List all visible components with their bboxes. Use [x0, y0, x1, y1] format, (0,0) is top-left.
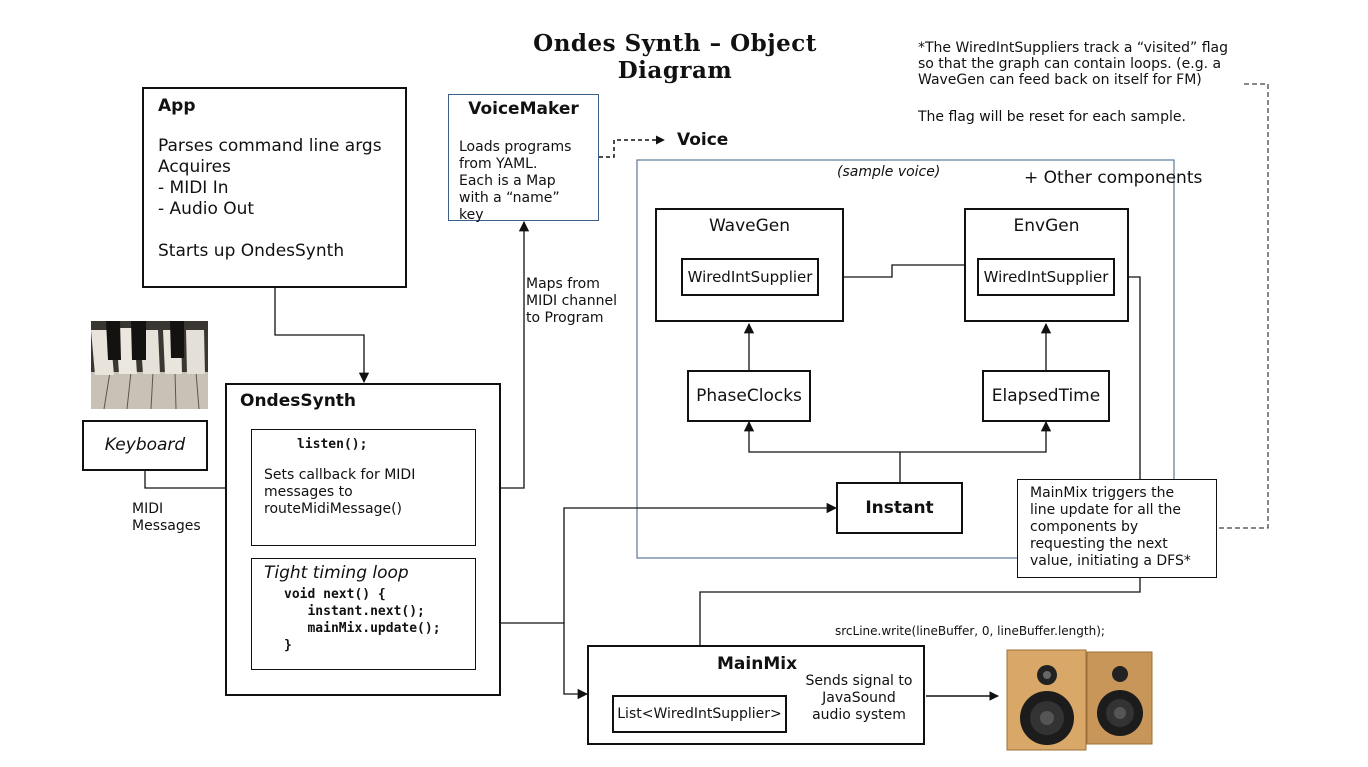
speakers-image [1006, 649, 1153, 751]
elapsedtime-box: ElapsedTime [982, 370, 1110, 422]
voicemaker-description: Loads programs from YAML. Each is a Map … [459, 139, 572, 223]
instant-to-phaseclocks-arrow [743, 420, 900, 453]
app-box: App Parses command line args Acquires - … [142, 87, 407, 288]
timing-loop-box: Tight timing loop void next() { instant.… [251, 558, 476, 670]
voicemaker-title: VoiceMaker [468, 99, 579, 119]
envgen-supplier: WiredIntSupplier [977, 258, 1115, 296]
visited-flag-note: *The WiredIntSuppliers track a “visited”… [918, 40, 1228, 88]
mainmix-list: List<WiredIntSupplier> [612, 695, 787, 733]
listen-box: listen(); Sets callback for MIDI message… [251, 429, 476, 546]
keyboard-to-listen-arrow [144, 471, 252, 494]
voicemaker-box: VoiceMaker Loads programs from YAML. Eac… [448, 94, 599, 223]
mainmix-title: MainMix [717, 654, 798, 674]
phaseclocks-box: PhaseClocks [687, 370, 811, 422]
wavegen-to-envgen-arrow [818, 259, 979, 278]
ondessynth-title: OndesSynth [240, 391, 357, 411]
app-description: Parses command line args Acquires - MIDI… [158, 136, 382, 261]
instant-box: Instant [836, 482, 963, 534]
loop-to-mainmix-arrow [563, 623, 589, 700]
loop-to-instant-arrow [476, 502, 838, 624]
instant-to-elapsedtime-arrow [900, 420, 1052, 453]
other-components-label: + Other components [1024, 168, 1203, 188]
listen-code: listen(); [297, 437, 368, 452]
piano-image [91, 321, 208, 410]
note-bracket [1218, 83, 1269, 529]
sample-voice-label: (sample voice) [837, 164, 941, 180]
mainmix-note: MainMix triggers the line update for all… [1017, 479, 1217, 578]
wavegen-supplier: WiredIntSupplier [681, 258, 819, 296]
wavegen-title: WaveGen [708, 216, 791, 236]
timing-loop-title: Tight timing loop [264, 563, 409, 583]
timing-loop-code: void next() { instant.next(); mainMix.up… [284, 587, 441, 653]
listen-description: Sets callback for MIDI messages to route… [264, 467, 416, 517]
envgen-to-mainmix-arrow [694, 276, 1141, 697]
voicemaker-to-voice-arrow [599, 135, 665, 158]
maps-label: Maps from MIDI channel to Program [526, 276, 617, 326]
mainmix-sends-text: Sends signal to JavaSound audio system [805, 673, 913, 723]
keyboard-box: Keyboard [82, 420, 208, 471]
srcline-label: srcLine.write(lineBuffer, 0, lineBuffer.… [835, 624, 1105, 638]
midi-messages-label: MIDI Messages [132, 501, 201, 534]
diagram-title: Ondes Synth – Object Diagram [533, 30, 817, 84]
envgen-title: EnvGen [1013, 216, 1080, 236]
voice-label: Voice [677, 130, 729, 150]
flag-reset-note: The flag will be reset for each sample. [918, 109, 1186, 125]
voice-region [636, 159, 1175, 559]
app-to-ondessynth-arrow [274, 288, 370, 384]
app-title: App [158, 96, 196, 116]
